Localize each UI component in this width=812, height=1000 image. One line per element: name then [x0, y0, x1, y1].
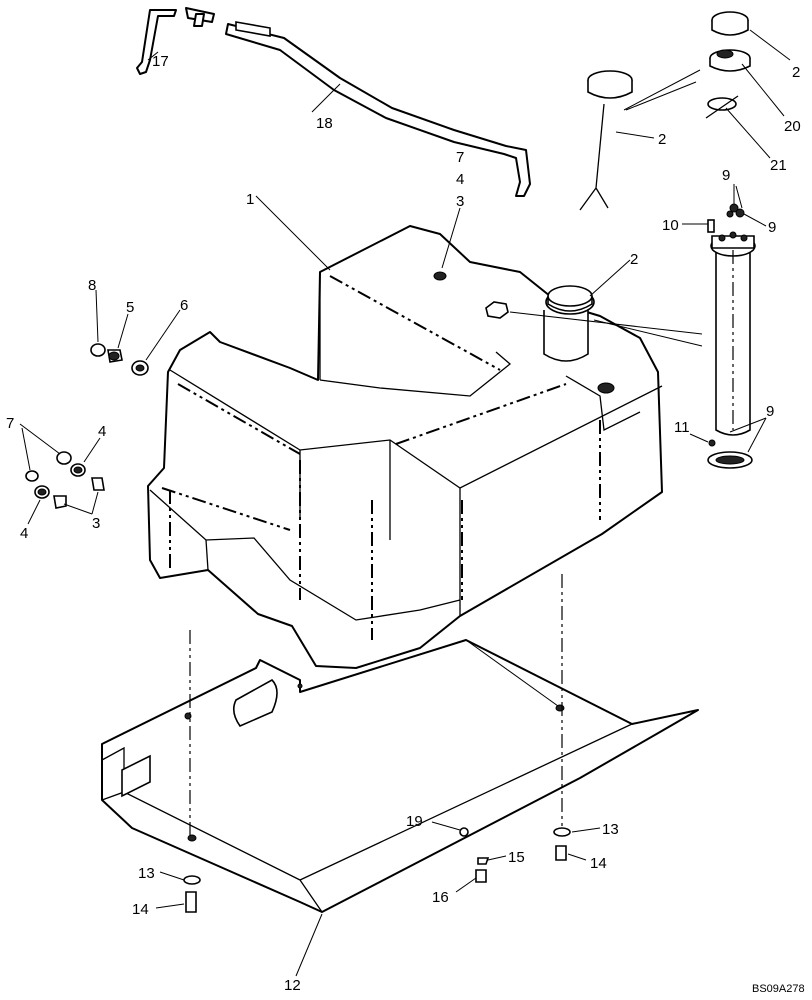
fuel-sender-unit: [707, 203, 756, 469]
callout-11: 11: [674, 419, 690, 436]
callout-1: 1: [246, 191, 254, 208]
callout-9-side: 9: [768, 219, 776, 236]
callout-14-right: 14: [590, 855, 607, 872]
fuel-cap-with-dipstick: [579, 70, 633, 211]
strap-bracket: [136, 7, 215, 75]
fittings-group: [25, 343, 149, 509]
callout-2-dipstick: 2: [658, 131, 666, 148]
skid-plate: [101, 639, 699, 913]
callout-9-top: 9: [722, 167, 730, 184]
callout-2-cap: 2: [792, 64, 800, 81]
callout-2-tank: 2: [630, 251, 638, 268]
callout-4-bottom: 4: [20, 525, 28, 542]
callout-labels: 17 18 2 20 21 2 7 4 3 1 2 9 10 9 8 5 6 7…: [6, 53, 801, 994]
callout-8: 8: [88, 277, 96, 294]
reference-code: BS09A278: [752, 983, 805, 995]
leader-lines: [19, 29, 791, 977]
callout-12: 12: [284, 977, 301, 994]
callout-15: 15: [508, 849, 525, 866]
callout-7-left: 7: [6, 415, 14, 432]
callout-10: 10: [662, 217, 679, 234]
callout-6: 6: [180, 297, 188, 314]
callout-20: 20: [784, 118, 801, 135]
callout-14-left: 14: [132, 901, 149, 918]
callout-7-top: 7: [456, 149, 464, 166]
fuel-tank: [147, 225, 663, 669]
callout-3-top: 3: [456, 193, 464, 210]
tank-strap: [225, 21, 531, 197]
callout-19: 19: [406, 813, 423, 830]
callout-13-right: 13: [602, 821, 619, 838]
callout-16: 16: [432, 889, 449, 906]
callout-21: 21: [770, 157, 787, 174]
callout-3-left: 3: [92, 515, 100, 532]
hardware-bolts: [183, 827, 571, 913]
callout-17: 17: [152, 53, 169, 70]
callout-9-bottom: 9: [766, 403, 774, 420]
callout-4-top: 4: [456, 171, 464, 188]
callout-5: 5: [126, 299, 134, 316]
callout-13-left: 13: [138, 865, 155, 882]
fuel-cap-upper: [705, 11, 751, 119]
callout-4-left: 4: [98, 423, 106, 440]
callout-18: 18: [316, 115, 333, 132]
